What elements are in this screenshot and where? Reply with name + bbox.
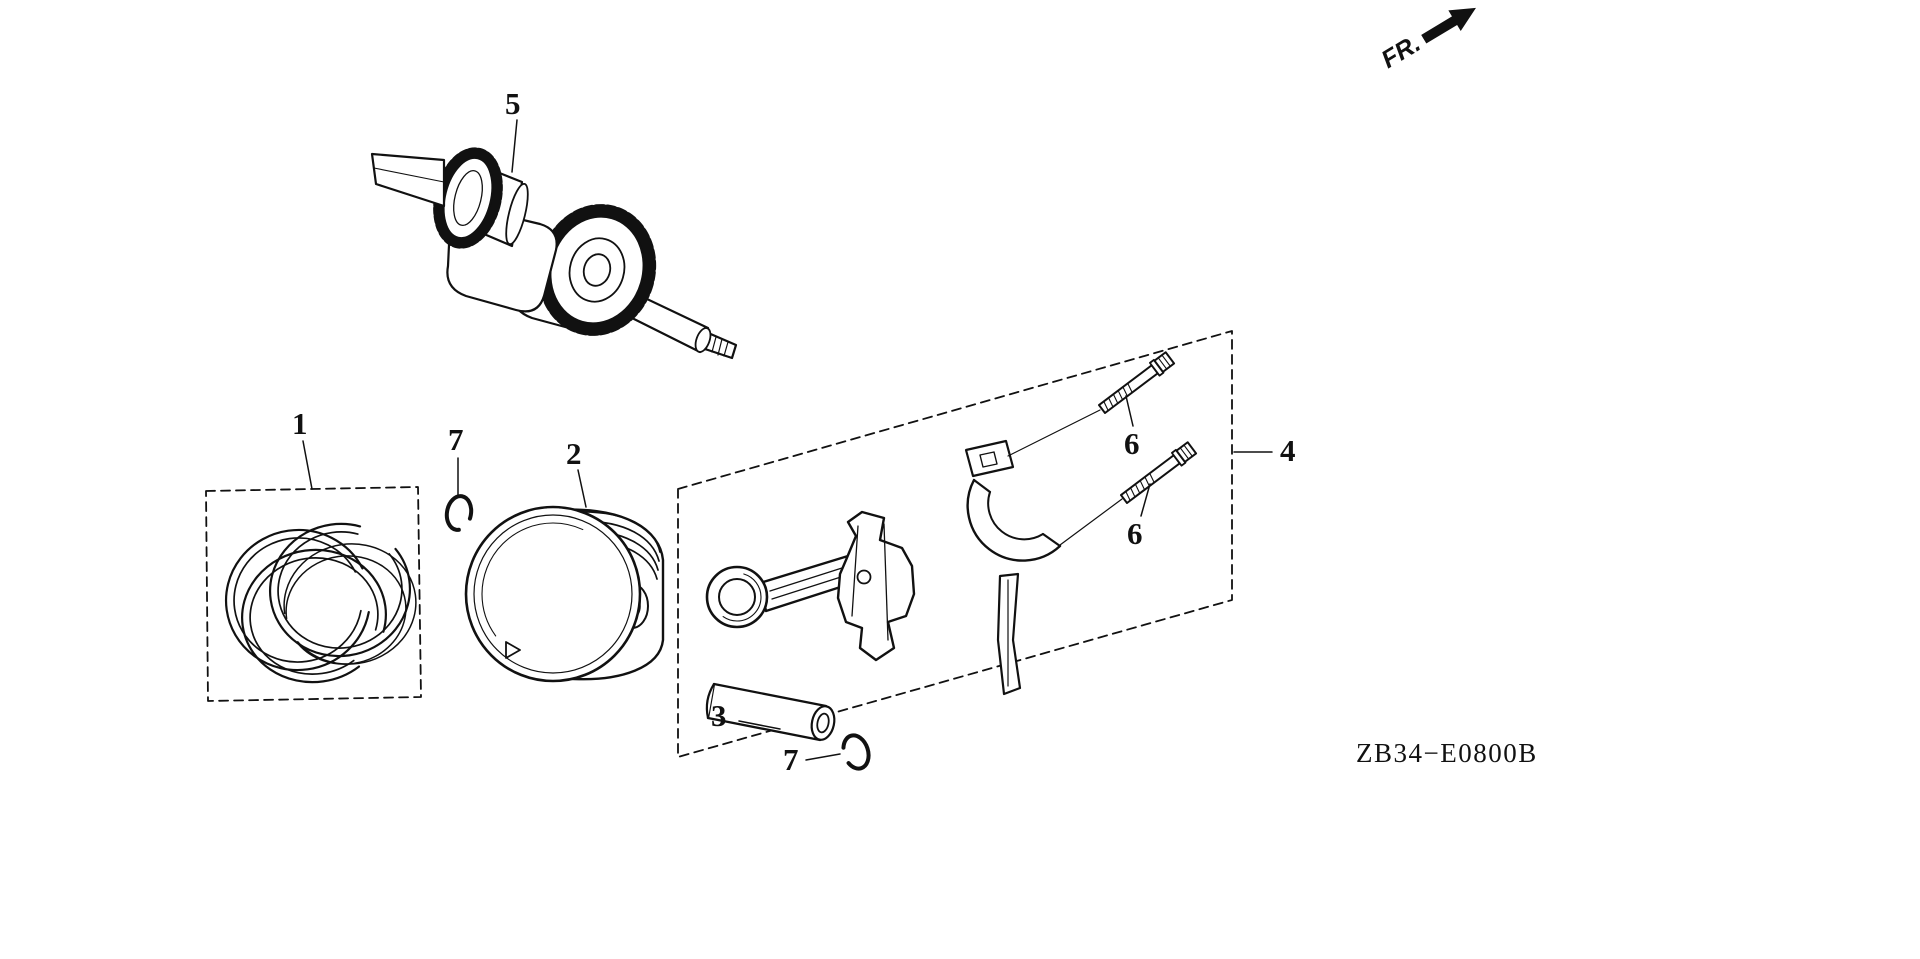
callout-part-3: 3 xyxy=(711,698,727,733)
rod-bolt-lower-drawing xyxy=(1119,441,1198,504)
rod-cap-drawing xyxy=(964,439,1062,696)
leader-lines xyxy=(302,119,1273,761)
callout-part-4: 4 xyxy=(1280,433,1296,468)
callout-part-6-upper: 6 xyxy=(1124,426,1140,461)
group-box-part4 xyxy=(677,330,1233,758)
front-direction-marker: FR. xyxy=(1377,0,1485,75)
callout-part-1: 1 xyxy=(292,406,308,441)
callout-part-2: 2 xyxy=(566,436,582,471)
piston-pin-clip-lower-drawing xyxy=(841,733,871,771)
piston-pin-clip-upper-drawing xyxy=(444,494,474,532)
group-box-part1 xyxy=(205,486,422,702)
crankshaft-drawing xyxy=(370,147,738,360)
callout-part-7-lower: 7 xyxy=(783,742,799,777)
piston-rings-drawing xyxy=(224,522,417,684)
piston-drawing xyxy=(464,505,665,683)
callout-part-5: 5 xyxy=(505,86,521,121)
piston-pin-drawing xyxy=(705,682,836,742)
callout-part-7-upper: 7 xyxy=(448,422,464,457)
connecting-rod-drawing xyxy=(705,510,916,662)
fr-direction-arrow xyxy=(1421,7,1476,43)
drawing-code: ZB34−E0800B xyxy=(1356,738,1538,768)
rod-bolt-upper-drawing xyxy=(1097,351,1176,414)
callout-part-6-lower: 6 xyxy=(1127,516,1143,551)
